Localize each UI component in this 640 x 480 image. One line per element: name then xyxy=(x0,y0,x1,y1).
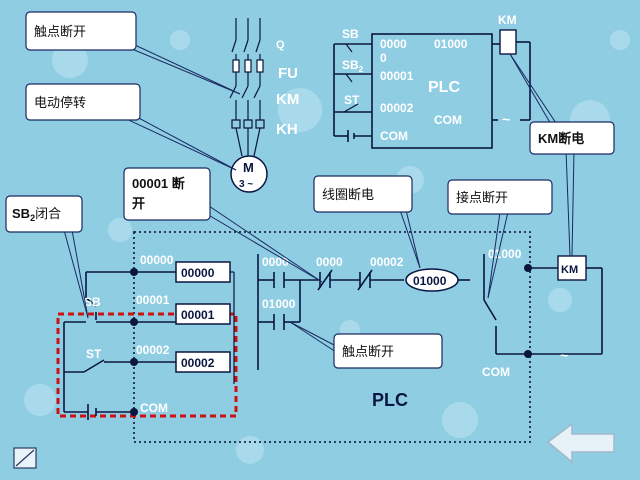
bottom-input-00000-label: 00000 xyxy=(140,253,174,267)
output-node-01000 xyxy=(524,264,532,272)
plc-bottom-area: 00000 00001 00002 00000 00001 00002 COM … xyxy=(56,231,603,443)
motor-symbol xyxy=(230,155,268,193)
callout-sb2-closed: SB2闭合 xyxy=(5,195,89,319)
contactor-label-km: KM xyxy=(276,91,299,108)
top-input-sb2-label: SB2 xyxy=(342,58,364,74)
callout-contact-open-right: 接点断开 xyxy=(447,179,553,299)
bottom-ac-source-label: ~ xyxy=(560,347,568,363)
fuse-label-fu: FU xyxy=(278,65,298,82)
top-com-in-label: COM xyxy=(380,129,408,143)
left-arrow-icon[interactable] xyxy=(546,422,615,464)
top-input-sb-label: SB xyxy=(342,27,359,41)
fullscreen-icon[interactable] xyxy=(13,447,37,469)
svg-text:电动停转: 电动停转 xyxy=(34,95,86,110)
svg-text:触点断开: 触点断开 xyxy=(34,24,86,39)
svg-text:00001 断: 00001 断 xyxy=(132,176,185,191)
bottom-output-01000-label: 01000 xyxy=(488,247,522,261)
ladder-contact-00002-label: 00002 xyxy=(370,255,404,269)
callout-coil-off: 线圈断电 xyxy=(313,175,421,269)
callout-contact-open-ladder: 触点断开 xyxy=(289,321,443,369)
bottom-km-coil xyxy=(557,255,587,281)
svg-text:SB2闭合: SB2闭合 xyxy=(12,206,61,223)
callout-contact-open-top: 触点断开 xyxy=(25,11,241,95)
bottom-input-00001-label: 00001 xyxy=(136,293,170,307)
callout-00001-open: 00001 断 开 xyxy=(123,167,323,283)
top-km-coil xyxy=(499,29,517,55)
output-node-com xyxy=(524,350,532,358)
motor-label-m: M xyxy=(243,160,254,175)
bottom-plc-label: PLC xyxy=(372,390,408,410)
svg-text:线圈断电: 线圈断电 xyxy=(322,187,374,202)
register-box-00000-text: 00000 xyxy=(181,266,215,280)
top-plc-label: PLC xyxy=(428,79,460,96)
bottom-com-out-label: COM xyxy=(482,365,510,379)
bottom-input-00002-label: 00002 xyxy=(136,343,170,357)
top-input-00002-label: 00002 xyxy=(380,101,414,115)
register-box-00001-text: 00001 xyxy=(181,308,215,322)
callout-km-off: KM断电 xyxy=(509,53,615,257)
svg-text:KM断电: KM断电 xyxy=(538,131,584,146)
top-input-00001-label: 00001 xyxy=(380,69,414,83)
thermal-relay-label-kh: KH xyxy=(276,121,298,138)
svg-text:接点断开: 接点断开 xyxy=(456,190,508,205)
top-input-0000-label: 0000 xyxy=(380,37,407,51)
top-km-label: KM xyxy=(498,13,517,27)
ladder-contact-01000-label: 01000 xyxy=(262,297,296,311)
ladder-contact-0000b-label: 0000 xyxy=(316,255,343,269)
bottom-st-label: ST xyxy=(86,347,102,361)
bottom-km-label: KM xyxy=(561,264,578,276)
top-input-st-label: ST xyxy=(344,93,360,107)
bottom-sb-label: SB xyxy=(84,295,101,309)
breaker-label-q: Q xyxy=(276,39,285,51)
svg-text:开: 开 xyxy=(132,196,145,211)
top-com-out-label: COM xyxy=(434,113,462,127)
top-input-0000-suffix: 0 xyxy=(380,51,387,65)
callout-motor-stop: 电动停转 xyxy=(25,83,237,171)
ladder-coil-01000-text: 01000 xyxy=(413,274,447,288)
motor-label-3phase: 3 ~ xyxy=(239,179,253,190)
motor-main-circuit: M 3 ~ Q FU KM KH xyxy=(229,18,299,193)
register-box-00002 xyxy=(175,351,231,373)
plc-top-box xyxy=(371,33,493,149)
register-box-00002-text: 00002 xyxy=(181,356,215,370)
top-output-01000-label: 01000 xyxy=(434,37,468,51)
bottom-com-label: COM xyxy=(140,401,168,415)
top-ac-source-label: ~ xyxy=(502,111,510,127)
plc-bottom-boundary xyxy=(133,231,531,443)
input-node-com xyxy=(130,408,138,416)
register-box-00001 xyxy=(175,303,231,325)
plc-top-wiring: SB SB2 ST 0000 0 00001 00002 COM PLC 010… xyxy=(333,13,531,149)
svg-text:触点断开: 触点断开 xyxy=(342,344,394,359)
